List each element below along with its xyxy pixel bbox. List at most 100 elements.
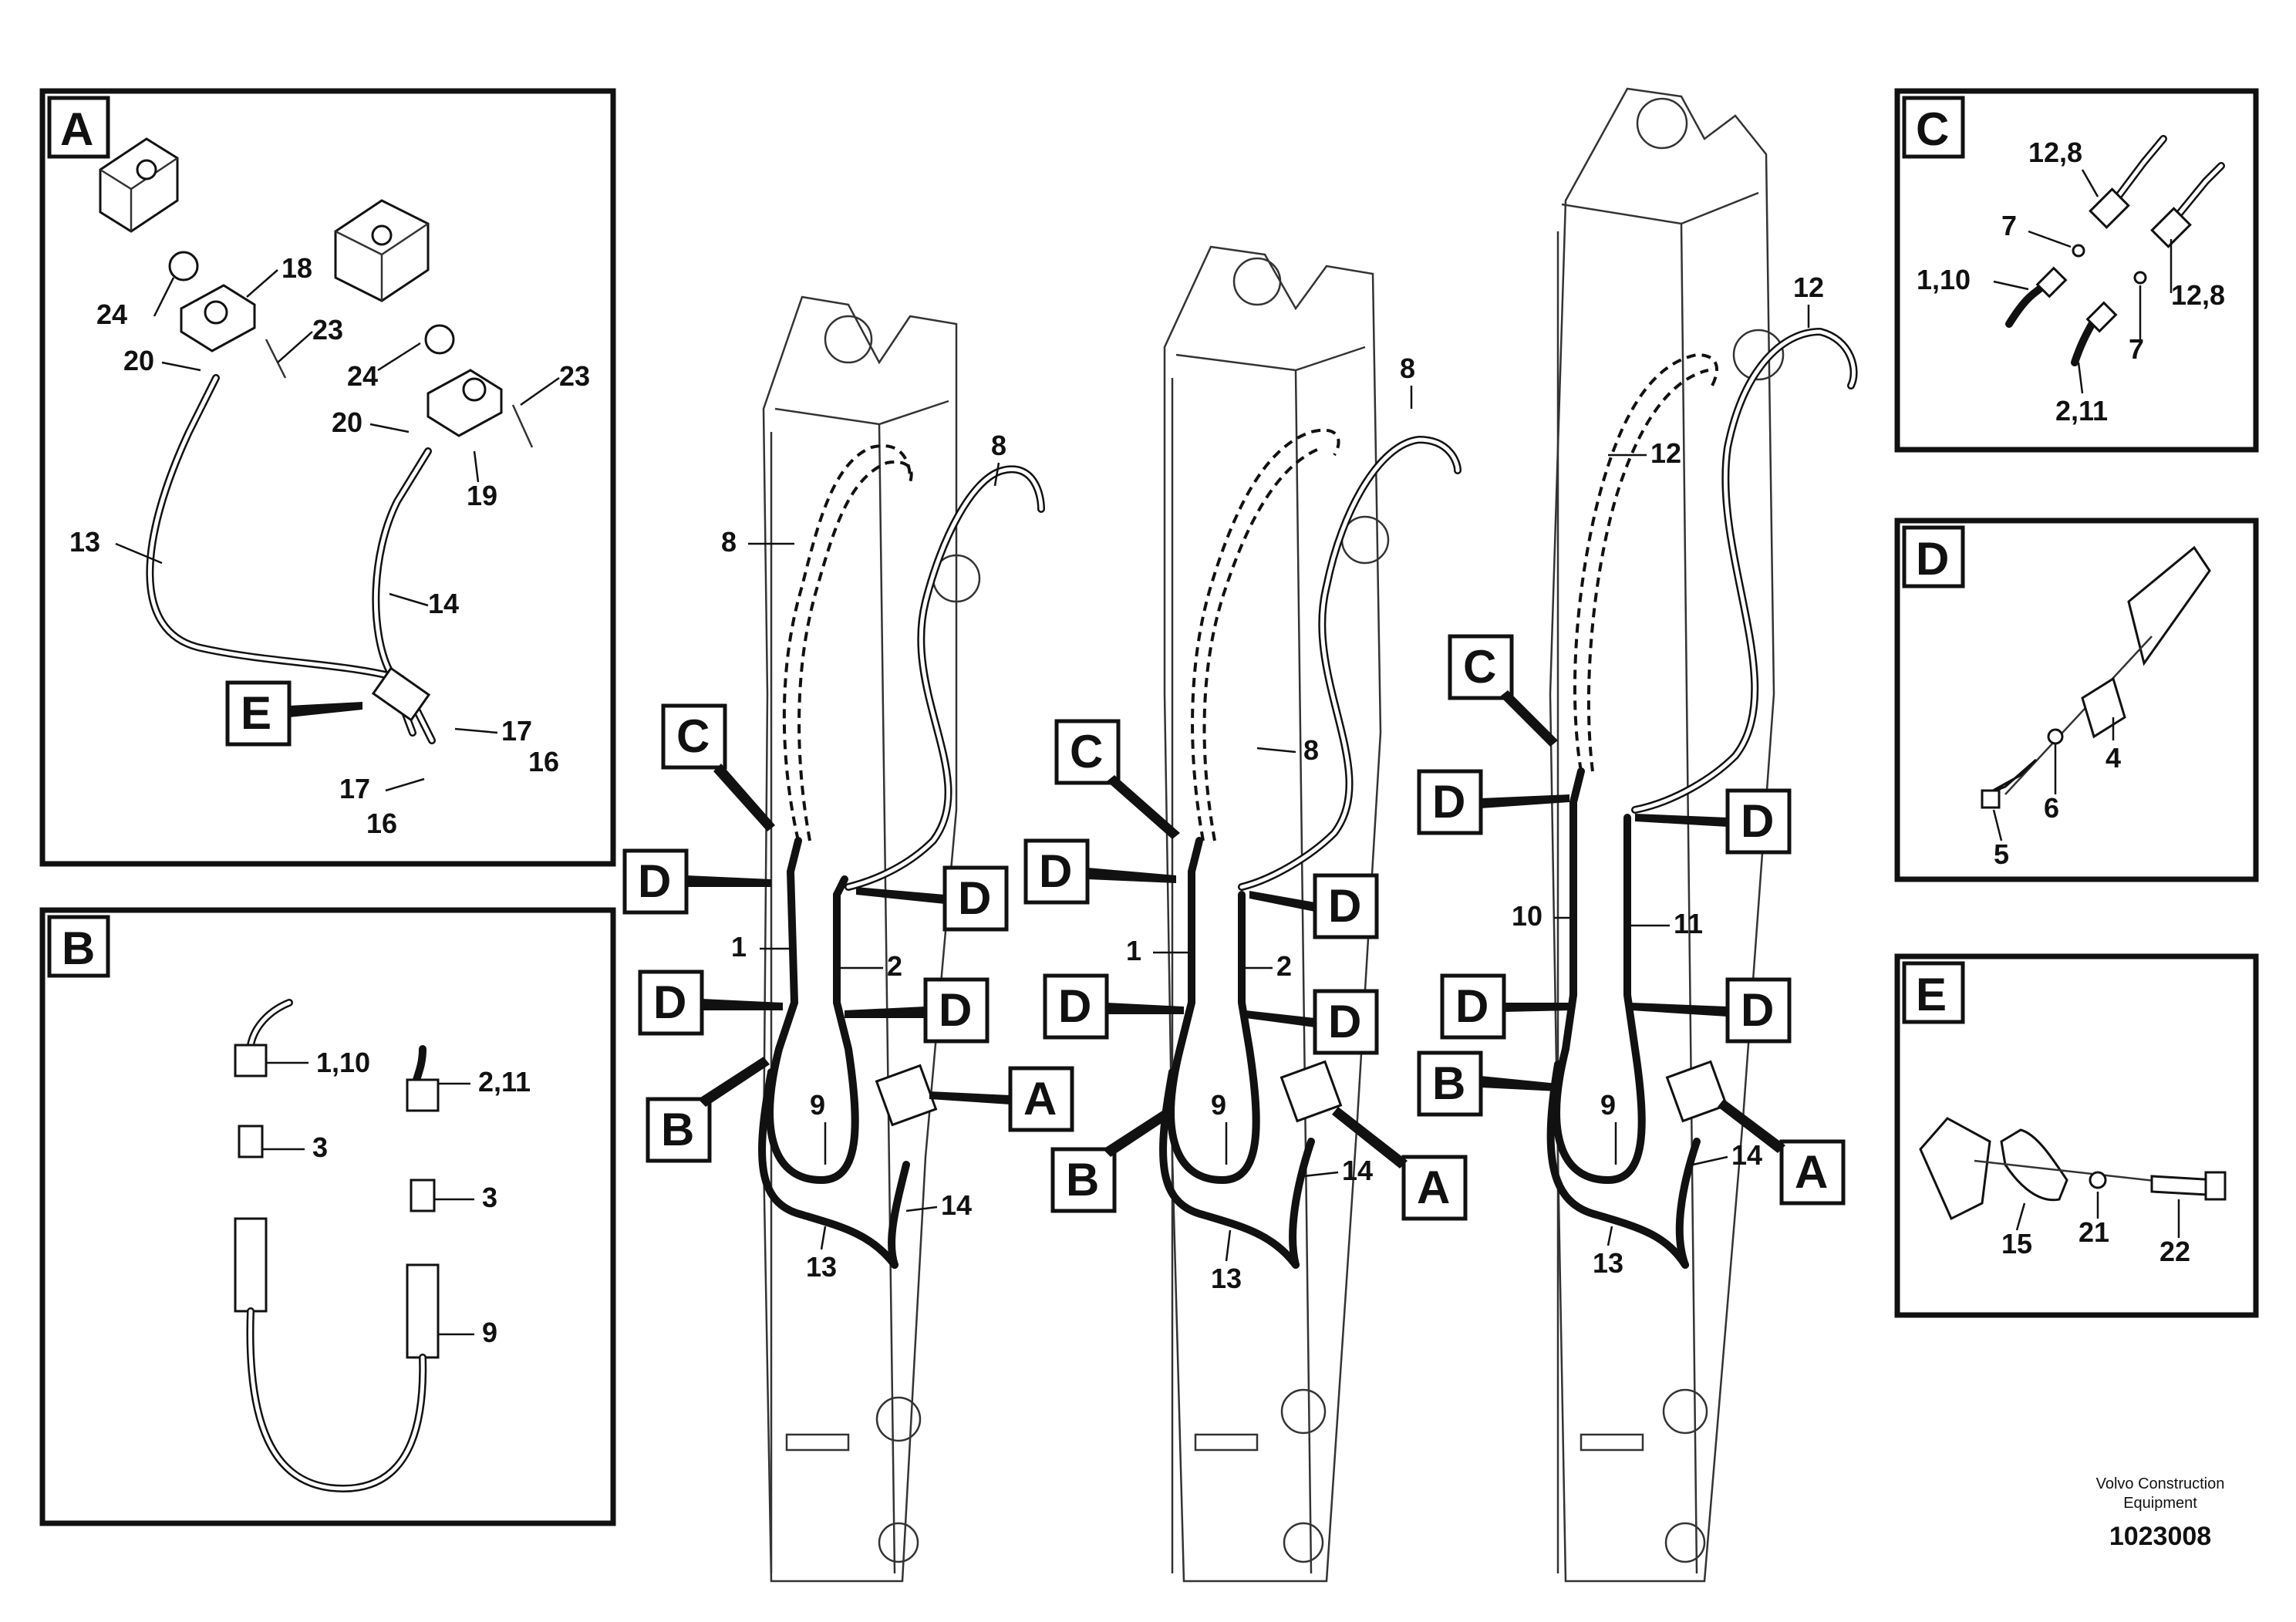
hose-end-right	[406, 1263, 440, 1359]
label-12-8b: 12,8	[2171, 279, 2225, 311]
boom-2-ref-a[interactable]: A	[1332, 1107, 1468, 1221]
boom-3-label-13: 13	[1593, 1247, 1623, 1279]
detail-c: C 12,8 7 1,10 12,8 7 2,11	[1894, 88, 2259, 453]
svg-text:D: D	[1741, 795, 1774, 847]
detail-e-tag[interactable]	[1902, 961, 1965, 1024]
boom-1-label-1: 1	[731, 931, 747, 963]
label-23b: 23	[559, 360, 590, 392]
detail-c-letter: C	[1916, 103, 1949, 155]
label-6: 6	[2044, 792, 2059, 824]
detail-b-tag[interactable]	[47, 915, 110, 978]
hose-clamp-e	[371, 666, 431, 722]
fitting-1-10	[234, 1044, 268, 1077]
detail-a-tag[interactable]	[47, 96, 110, 159]
label-5: 5	[1994, 838, 2009, 870]
boom-2-label-13: 13	[1211, 1263, 1242, 1294]
svg-text:D: D	[1432, 776, 1465, 828]
detail-a-letter: A	[60, 103, 93, 155]
boom-1-ref-d2[interactable]: D	[856, 865, 1009, 932]
d-plate	[2127, 545, 2211, 666]
svg-text:B: B	[1066, 1154, 1099, 1206]
boom-1-ref-d1[interactable]: D	[622, 848, 771, 915]
hose-9	[246, 1307, 427, 1493]
svg-text:D: D	[939, 984, 972, 1036]
d-clamp	[2081, 676, 2126, 739]
boom-3-ref-b[interactable]: B	[1417, 1050, 1558, 1117]
boom-1-ref-b[interactable]: B	[646, 1057, 770, 1163]
c-fitting-upper-right	[2150, 207, 2192, 248]
boom-3-valve-a	[1665, 1060, 1728, 1123]
label-16: 16	[528, 746, 559, 777]
svg-text:C: C	[1463, 641, 1496, 693]
label-3b: 3	[482, 1182, 497, 1213]
c-fitting-upper-left	[2089, 187, 2130, 229]
boom-1-ref-d3[interactable]: D	[638, 969, 783, 1036]
boom-3-ref-d4[interactable]: D	[1631, 977, 1792, 1044]
boom-2-ref-c[interactable]: C	[1054, 719, 1180, 839]
boom-3-hose-14	[1675, 1138, 1701, 1269]
boom-1-ref-a[interactable]: A	[929, 1066, 1074, 1132]
label-7b: 7	[2129, 333, 2144, 365]
detail-d-tag[interactable]	[1902, 525, 1965, 588]
label-20b: 20	[332, 406, 362, 438]
adapter-3-left	[238, 1125, 264, 1158]
boom-1-label-13: 13	[806, 1251, 837, 1283]
boom-1-label-8b: 8	[721, 526, 737, 558]
c-fitting-lower-right	[2085, 301, 2118, 333]
detail-c-tag[interactable]	[1902, 96, 1965, 159]
boom-2-label-9: 9	[1211, 1089, 1226, 1121]
brand-line-1: Volvo Construction	[2096, 1475, 2225, 1492]
boom-2-ref-d1[interactable]: D	[1023, 838, 1176, 905]
flange-right	[426, 369, 503, 437]
detail-b: B 1,10 2,11 3 3 9	[39, 907, 616, 1526]
detail-e-letter: E	[1916, 969, 1947, 1020]
boom-3-ref-d1[interactable]: D	[1417, 769, 1569, 835]
boom-1-label-2: 2	[887, 950, 902, 982]
boom-2-ref-d2[interactable]: D	[1249, 873, 1379, 939]
c-fitting-lower-left	[2035, 266, 2068, 298]
boom-3-label-9: 9	[1600, 1089, 1616, 1121]
ref-tag-e[interactable]	[225, 680, 292, 747]
label-12-8: 12,8	[2028, 137, 2082, 168]
svg-text:C: C	[676, 710, 710, 762]
boom-2-ref-d4[interactable]: D	[1246, 989, 1379, 1055]
boom-2-ref-d3[interactable]: D	[1043, 973, 1184, 1040]
label-14: 14	[428, 588, 459, 619]
boom-2: 8 8 1 2 9 13 14 C D D D D	[1023, 245, 1468, 1583]
boom-3-ref-a[interactable]: A	[1718, 1099, 1846, 1206]
e-block	[1919, 1117, 1991, 1221]
brand-line-2: Equipment	[2123, 1495, 2197, 1512]
svg-text:D: D	[1741, 984, 1774, 1036]
boom-1-label-9: 9	[810, 1089, 825, 1121]
label-24b: 24	[347, 360, 378, 392]
detail-b-frame	[39, 907, 616, 1526]
boom-1-valve-a	[875, 1064, 938, 1127]
o-ring-left	[168, 251, 199, 282]
c-o-ring-left	[2072, 244, 2085, 258]
boom-2-hose-13	[1159, 1068, 1300, 1269]
boom-3-label-10: 10	[1512, 900, 1542, 932]
boom-1-ref-d4[interactable]: D	[845, 977, 990, 1044]
detail-e: E 15 21 22	[1894, 953, 2259, 1318]
svg-text:B: B	[661, 1104, 694, 1155]
valve-block-left	[99, 137, 179, 233]
boom-2-ref-b[interactable]: B	[1050, 1107, 1175, 1213]
boom-3-ref-d3[interactable]: D	[1440, 973, 1573, 1040]
svg-text:D: D	[1455, 980, 1489, 1032]
c-o-ring-right	[2133, 271, 2147, 285]
label-2-11: 2,11	[2055, 395, 2108, 427]
boom-3-label-12b: 12	[1650, 437, 1681, 469]
detail-b-letter: B	[62, 922, 95, 974]
boom-3-ref-c[interactable]: C	[1448, 634, 1558, 747]
d-bolt-head	[1981, 789, 2001, 809]
svg-text:D: D	[638, 855, 671, 907]
label-24: 24	[96, 298, 127, 330]
boom-1-label-8: 8	[991, 430, 1006, 461]
boom-3-pipes-10-11-9	[1553, 767, 1646, 1185]
boom-3-ref-d2[interactable]: D	[1635, 788, 1792, 855]
detail-a: A 18 24 23	[39, 88, 616, 867]
label-23: 23	[312, 314, 343, 346]
boom-2-label-2: 2	[1276, 950, 1292, 982]
boom-1-ref-c[interactable]: C	[661, 703, 775, 831]
